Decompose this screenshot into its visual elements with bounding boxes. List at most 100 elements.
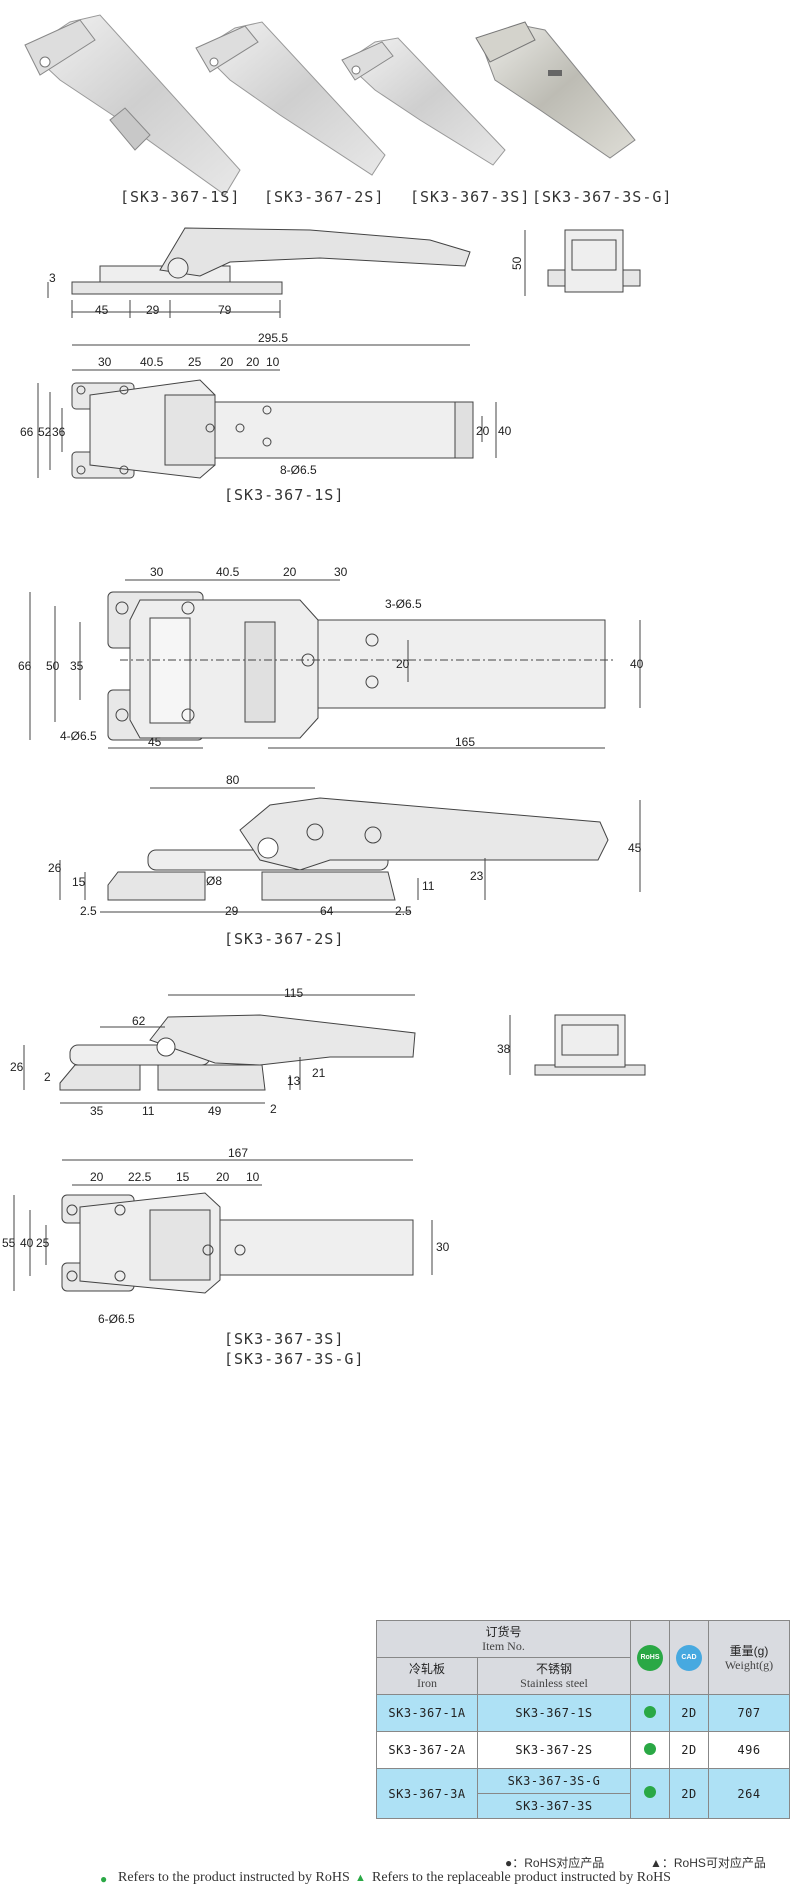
d2-top-view — [29, 579, 641, 749]
d2-dim-45: 45 — [148, 735, 162, 749]
d2-dim-80: 80 — [226, 773, 240, 787]
d2-dim-30: 30 — [150, 565, 164, 579]
table-row: SK3-367-1A SK3-367-1S 2D 707 — [376, 1694, 790, 1732]
d1-dim-79: 79 — [218, 303, 232, 317]
product-photo-3 — [341, 37, 506, 166]
d3-dim-11: 11 — [142, 1104, 155, 1118]
d3-dim-30: 30 — [436, 1240, 450, 1254]
footer-rohs-text: Refers to the product instructed by RoHS — [118, 1870, 350, 1885]
d3-dim-22-5: 22.5 — [128, 1170, 152, 1184]
d3-dim-15: 15 — [176, 1170, 190, 1184]
table-header-row: 订货号 Item No. RoHS CAD 重量(g) Weight(g) — [376, 1620, 790, 1695]
d1-holes-label: 8-Ø6.5 — [280, 463, 317, 477]
product-caption-2: [SK3-367-2S] — [264, 188, 385, 206]
d1-dim-52: 52 — [38, 425, 52, 439]
d3-top-view — [13, 1159, 433, 1294]
legend-rohs-cn: ●：RoHS对应产品 — [505, 1856, 605, 1870]
ss-en: Stainless steel — [520, 1676, 588, 1690]
cad-header: CAD — [669, 1620, 709, 1695]
d2-dim-50: 50 — [46, 659, 60, 673]
item-no-en: Item No. — [482, 1639, 525, 1653]
cad-cell: 2D — [669, 1731, 709, 1769]
d1-side-view — [47, 227, 471, 318]
iron-cell: SK3-367-1A — [376, 1694, 478, 1732]
d2-dim-45: 45 — [628, 841, 642, 855]
footer-repl-text: Refers to the replaceable product instru… — [372, 1870, 671, 1885]
cad-cell: 2D — [669, 1694, 709, 1732]
d2-dim-29: 29 — [225, 904, 239, 918]
d2-dim-15: 15 — [72, 875, 86, 889]
triangle-legend-icon: ▲ — [355, 1872, 366, 1884]
d1-dim-29: 29 — [146, 303, 160, 317]
cad-badge-icon: CAD — [676, 1644, 702, 1671]
d2-dim-165: 165 — [455, 735, 475, 749]
d2-holes-4: 4-Ø6.5 — [60, 729, 97, 743]
d2-dim-30b: 30 — [334, 565, 348, 579]
drawing-2-caption: [SK3-367-2S] — [224, 930, 345, 948]
drawing-1-caption: [SK3-367-1S] — [224, 486, 345, 504]
d1-dim-r40: 40 — [498, 424, 512, 438]
d3-dim-55: 55 — [2, 1236, 16, 1250]
d1-dim-20a: 20 — [220, 355, 234, 369]
drawing-3: 115 62 26 2 21 13 35 11 49 2 38 167 20 2… — [2, 986, 646, 1326]
d2-dim-r20: 20 — [396, 657, 410, 671]
d3-dim-13: 13 — [287, 1074, 301, 1088]
d3-dim-167: 167 — [228, 1146, 248, 1160]
drawing-3-caption-a: [SK3-367-3S] — [224, 1330, 345, 1348]
d3-dim-26: 26 — [10, 1060, 24, 1074]
iron-cell: SK3-367-2A — [376, 1731, 478, 1769]
d2-dim-2-5a: 2.5 — [80, 904, 97, 918]
rohs-cell — [630, 1768, 670, 1819]
d3-dim-115: 115 — [284, 986, 303, 1000]
d3-dim-20: 20 — [90, 1170, 104, 1184]
ss-header: 不锈钢 Stainless steel — [477, 1657, 631, 1695]
d3-dim-40: 40 — [20, 1236, 34, 1250]
rohs-cell — [630, 1731, 670, 1769]
d2-dim-35: 35 — [70, 659, 84, 673]
d1-dim-50: 50 — [510, 256, 524, 270]
rohs-cell — [630, 1694, 670, 1732]
d1-dim-3: 3 — [49, 271, 56, 285]
d1-dim-25: 25 — [188, 355, 202, 369]
d2-dim-66: 66 — [18, 659, 32, 673]
d1-dim-45: 45 — [95, 303, 109, 317]
item-no-cn: 订货号 — [485, 1625, 522, 1639]
d1-top-view — [37, 344, 497, 479]
weight-cell: 264 — [708, 1768, 790, 1819]
product-photo-2 — [195, 21, 386, 176]
product-photos — [24, 14, 636, 196]
d3-holes-label: 6-Ø6.5 — [98, 1312, 135, 1326]
rohs-badge-icon: RoHS — [637, 1644, 663, 1671]
d3-dim-49: 49 — [208, 1104, 222, 1118]
table-row: SK3-367-2A SK3-367-2S 2D 496 — [376, 1731, 790, 1769]
d1-dim-36: 36 — [52, 425, 66, 439]
d1-dim-10: 10 — [266, 355, 280, 369]
d2-dim-26: 26 — [48, 861, 62, 875]
d2-dim-40-5: 40.5 — [216, 565, 240, 579]
iron-cn: 冷轧板 — [408, 1662, 445, 1676]
d2-dim-11: 11 — [422, 879, 435, 893]
product-caption-4: [SK3-367-3S-G] — [532, 188, 673, 206]
d3-dim-10: 10 — [246, 1170, 260, 1184]
legend-repl-cn: ▲：RoHS可对应产品 — [650, 1856, 766, 1870]
d1-dim-20b: 20 — [246, 355, 260, 369]
rohs-dot-icon — [644, 1742, 656, 1755]
product-caption-3: [SK3-367-3S] — [410, 188, 531, 206]
weight-cell: 707 — [708, 1694, 790, 1732]
d3-side-view — [23, 994, 416, 1104]
rohs-dot-icon — [644, 1786, 656, 1798]
d2-side-view — [59, 787, 641, 913]
ss-cn: 不锈钢 — [535, 1662, 572, 1676]
d3-dim-62: 62 — [132, 1014, 146, 1028]
d3-dim-35: 35 — [90, 1104, 104, 1118]
drawing-2: 30 40.5 20 30 3-Ø6.5 66 50 35 20 40 4-Ø6… — [18, 565, 644, 918]
d3-dim-21: 21 — [312, 1066, 326, 1080]
d2-dim-64: 64 — [320, 904, 334, 918]
d3-dim-25: 25 — [36, 1236, 50, 1250]
d2-dim-20: 20 — [283, 565, 297, 579]
d3-dim-20b: 20 — [216, 1170, 230, 1184]
weight-cn: 重量(g) — [729, 1643, 769, 1658]
iron-en: Iron — [417, 1676, 437, 1690]
product-photo-4 — [475, 21, 636, 159]
ss-cell-2: SK3-367-3S — [477, 1793, 631, 1819]
